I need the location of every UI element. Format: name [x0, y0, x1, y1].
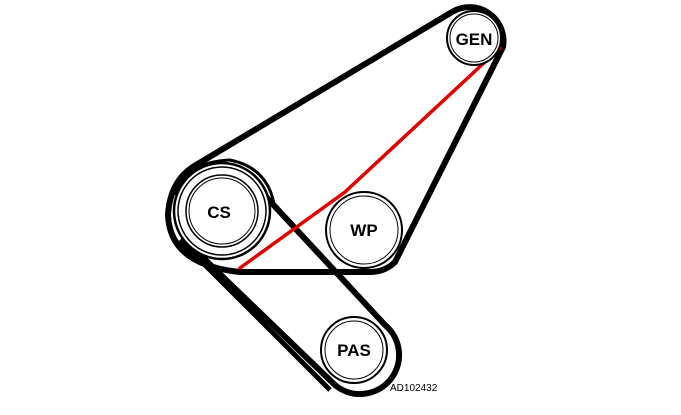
power-steering-belt-inner	[178, 238, 332, 392]
highlighted-belt-path	[238, 46, 502, 270]
power-steering-pulley: PAS	[320, 316, 388, 384]
cs-belt-wrap	[173, 158, 277, 211]
crankshaft-pulley: CS	[172, 161, 272, 261]
power-steering-pulley-label: PAS	[337, 341, 371, 360]
reference-code: AD102432	[390, 383, 438, 394]
generator-pulley-label: GEN	[456, 30, 493, 49]
accessory-drive-belt	[165, 4, 507, 275]
generator-pulley: GEN	[446, 10, 502, 66]
water-pump-pulley-label: WP	[350, 221, 377, 240]
crankshaft-pulley-label: CS	[207, 203, 231, 222]
water-pump-pulley: WP	[325, 191, 403, 269]
